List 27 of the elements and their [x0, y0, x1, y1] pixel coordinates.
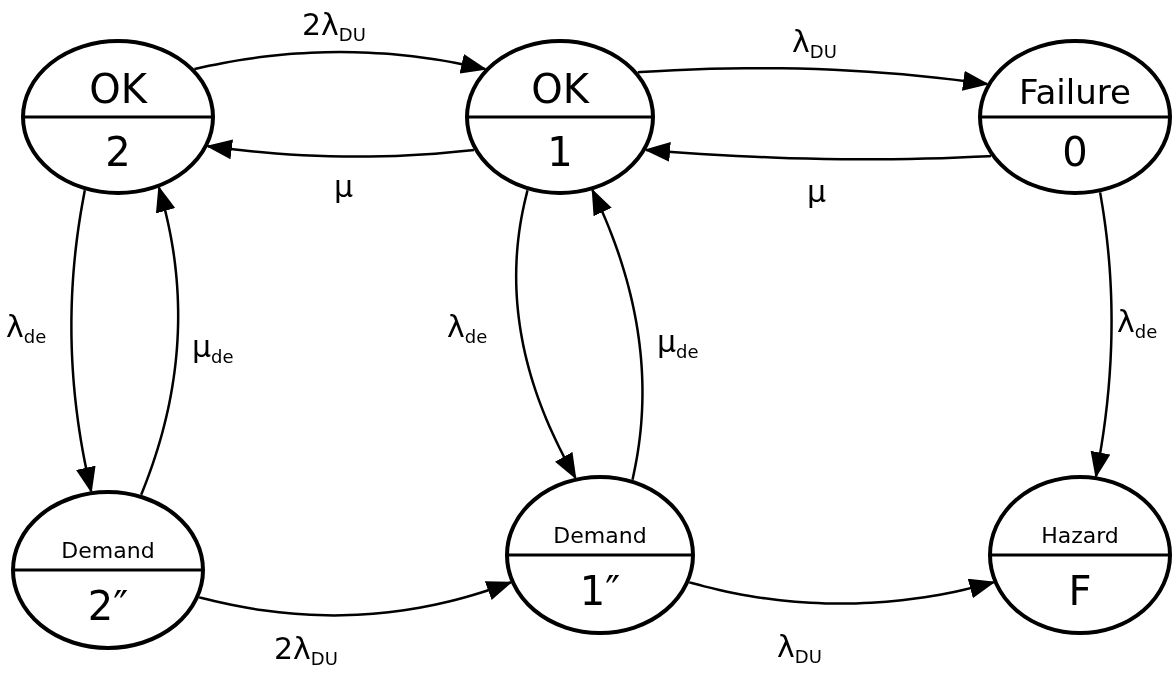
- transition-arrow: [591, 188, 644, 481]
- transition-arrow: [198, 581, 513, 617]
- state-name: Failure: [1018, 75, 1132, 109]
- transition-arrow: [514, 190, 577, 480]
- state-number: 1″: [578, 571, 622, 611]
- state-name: Demand: [60, 540, 156, 562]
- state-circle: [11, 490, 205, 650]
- state-number: F: [1067, 571, 1093, 611]
- state-circle: [505, 475, 695, 635]
- state-name: OK: [88, 69, 149, 109]
- transition-arrow: [70, 190, 96, 494]
- transition-arrow: [194, 50, 488, 74]
- state-circle: [988, 475, 1172, 635]
- state-circle: [21, 39, 215, 195]
- state-number: 2″: [86, 586, 130, 626]
- state-number: 2: [104, 132, 132, 172]
- transition-arrow: [1090, 192, 1113, 479]
- transition-arrow: [140, 185, 180, 496]
- state-circle: [978, 39, 1172, 195]
- state-number: 0: [1061, 132, 1089, 172]
- state-circle: [465, 39, 655, 195]
- transition-arrow: [688, 578, 996, 605]
- state-name: Demand: [552, 525, 648, 547]
- state-name: Hazard: [1040, 525, 1120, 547]
- state-number: 1: [546, 132, 574, 172]
- state-name: OK: [530, 69, 591, 109]
- transition-arrow: [644, 141, 992, 162]
